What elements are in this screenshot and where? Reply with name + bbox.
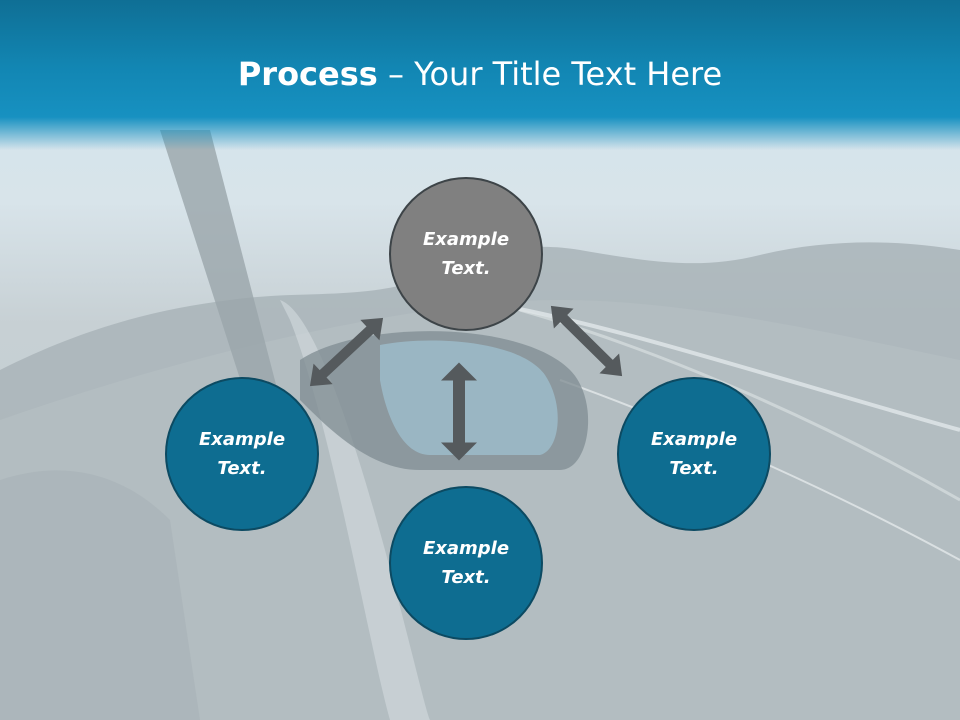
double-arrow-icon — [309, 317, 384, 387]
node-label-line2: Text. — [669, 458, 719, 479]
double-arrow-icon — [550, 305, 623, 377]
node-label-line2: Text. — [217, 458, 267, 479]
title-bold: Process — [237, 55, 378, 93]
node-label-line2: Text. — [441, 567, 491, 588]
page-title: Process – Your Title Text Here — [0, 52, 960, 96]
node-label-line2: Text. — [441, 258, 491, 279]
header-bar — [0, 0, 960, 150]
node-label-line1: Example — [198, 429, 286, 450]
node-label-line1: Example — [650, 429, 738, 450]
node-label-line1: Example — [422, 538, 510, 559]
node-label-line1: Example — [422, 229, 510, 250]
double-arrow-icon — [441, 362, 477, 461]
title-rest: – Your Title Text Here — [377, 55, 723, 93]
